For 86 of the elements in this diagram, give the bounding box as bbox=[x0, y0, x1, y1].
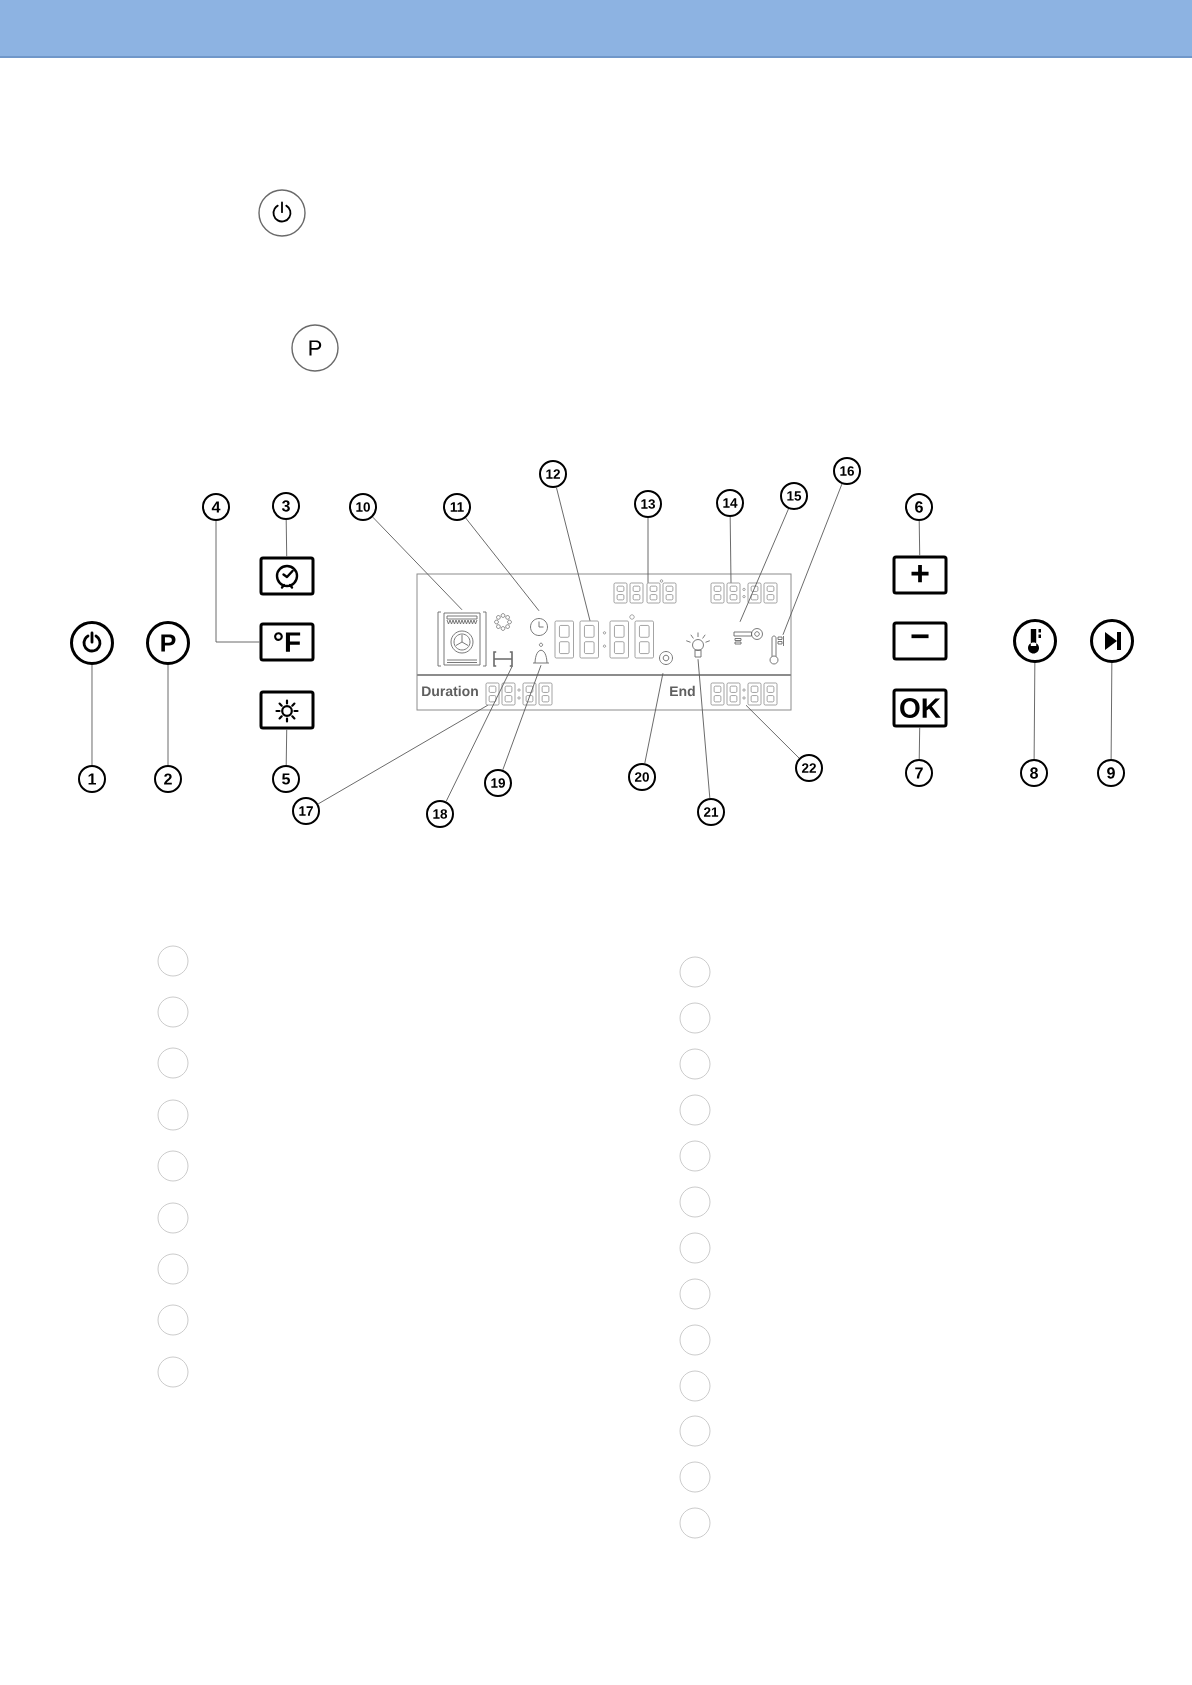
leader-line bbox=[647, 517, 649, 584]
leader-line bbox=[465, 517, 540, 612]
leader-line bbox=[215, 520, 260, 643]
callout-number: 2 bbox=[154, 765, 182, 793]
digit-display bbox=[710, 682, 778, 706]
lamp-icon bbox=[685, 632, 711, 658]
leader-line bbox=[445, 665, 513, 802]
circle-marker bbox=[157, 1150, 189, 1182]
oven-icon bbox=[437, 611, 487, 667]
leader-line bbox=[697, 658, 711, 799]
bracket-icon bbox=[493, 651, 513, 667]
p-button: P bbox=[146, 621, 190, 665]
circle-marker bbox=[679, 1507, 711, 1539]
clock-icon bbox=[530, 618, 548, 636]
callout-number: 12 bbox=[539, 460, 567, 488]
callout-number: 20 bbox=[628, 763, 656, 791]
callout-number: 13 bbox=[634, 490, 662, 518]
leader-line bbox=[167, 664, 169, 766]
digit-display bbox=[613, 579, 677, 604]
display-label: Duration bbox=[422, 685, 478, 697]
leader-line bbox=[918, 727, 921, 760]
callout-number: 8 bbox=[1020, 759, 1048, 787]
leader-line bbox=[502, 664, 542, 771]
circle-marker bbox=[679, 1094, 711, 1126]
digit-display bbox=[485, 682, 553, 706]
digit-display bbox=[710, 582, 778, 604]
display-label: End bbox=[670, 685, 695, 697]
digit-display bbox=[554, 614, 654, 659]
leader-line bbox=[739, 508, 789, 623]
key-icon bbox=[733, 628, 763, 645]
callout-number: 21 bbox=[697, 798, 725, 826]
circle-marker bbox=[679, 1461, 711, 1493]
callout-number: 11 bbox=[443, 493, 471, 521]
leader-line bbox=[1110, 662, 1113, 760]
callout-number: 17 bbox=[292, 797, 320, 825]
circle-marker bbox=[679, 1232, 711, 1264]
callout-number: 16 bbox=[833, 457, 861, 485]
circle-marker bbox=[157, 1253, 189, 1285]
circle-marker bbox=[679, 1324, 711, 1356]
circle-marker bbox=[679, 1186, 711, 1218]
callout-number: 9 bbox=[1097, 759, 1125, 787]
circle-marker bbox=[679, 1415, 711, 1447]
circle-marker bbox=[157, 1356, 189, 1388]
circle-marker bbox=[157, 1202, 189, 1234]
leader-line bbox=[91, 664, 93, 766]
callout-number: 10 bbox=[349, 493, 377, 521]
leader-line bbox=[317, 704, 489, 805]
circle-marker bbox=[157, 945, 189, 977]
circle-marker bbox=[157, 1304, 189, 1336]
circle-marker bbox=[157, 1047, 189, 1079]
callout-number: 18 bbox=[426, 800, 454, 828]
callout-number: 5 bbox=[272, 765, 300, 793]
circle-marker bbox=[157, 996, 189, 1028]
minus-button: − bbox=[892, 621, 948, 661]
fahrenheit-button: °F bbox=[259, 622, 315, 662]
circle-marker bbox=[679, 1140, 711, 1172]
leader-line bbox=[555, 487, 591, 622]
leader-line bbox=[745, 704, 800, 759]
ok-button: OK bbox=[892, 688, 948, 728]
plus-button: + bbox=[892, 555, 948, 595]
callout-number: 19 bbox=[484, 769, 512, 797]
callout-number: 6 bbox=[905, 493, 933, 521]
callout-number: 4 bbox=[202, 493, 230, 521]
leader-line bbox=[729, 516, 732, 584]
callout-number: 7 bbox=[905, 759, 933, 787]
leader-line bbox=[918, 520, 921, 556]
circle-marker bbox=[679, 956, 711, 988]
callout-number: 22 bbox=[795, 754, 823, 782]
circle-marker bbox=[679, 1278, 711, 1310]
ring-icon bbox=[659, 651, 673, 665]
thermometer-icon bbox=[769, 635, 784, 665]
leader-line bbox=[644, 672, 664, 764]
circle-marker bbox=[679, 1048, 711, 1080]
leader-line bbox=[285, 519, 288, 557]
leader-line bbox=[1033, 662, 1036, 760]
circle-marker bbox=[157, 1099, 189, 1131]
callout-number: 14 bbox=[716, 489, 744, 517]
leader-line bbox=[782, 483, 843, 636]
leader-line bbox=[285, 729, 288, 766]
circle-marker bbox=[679, 1002, 711, 1034]
leader-line bbox=[372, 516, 463, 611]
callout-number: 15 bbox=[780, 482, 808, 510]
circle-marker bbox=[679, 1370, 711, 1402]
bell-icon bbox=[532, 642, 550, 664]
callout-number: 3 bbox=[272, 492, 300, 520]
callout-number: 1 bbox=[78, 765, 106, 793]
